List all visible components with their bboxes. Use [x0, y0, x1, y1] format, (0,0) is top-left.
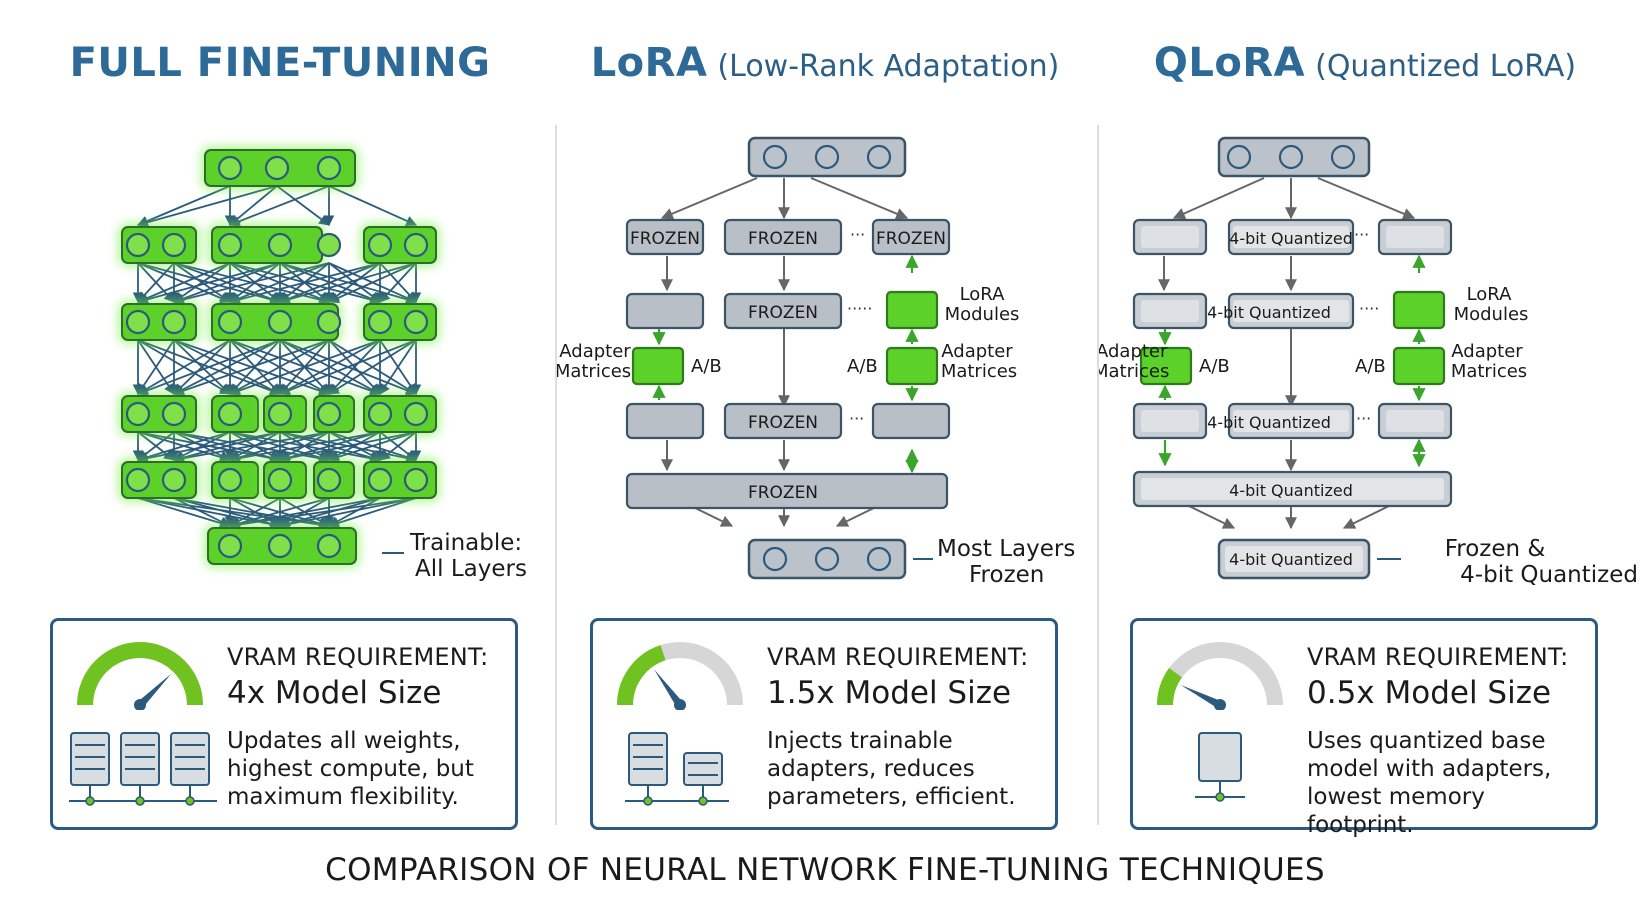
full-finetuning-diagram: Trainable: All Layers — [118, 146, 527, 582]
divider-right — [1097, 125, 1099, 825]
qlora-adapter-left-line1: Adapter — [1099, 341, 1168, 362]
qlora-quant-label: 4-bit Quantized — [1207, 303, 1331, 322]
vram-value: 1.5x Model Size — [767, 675, 1012, 711]
lora-modules-line2: Modules — [945, 304, 1020, 325]
lora-description: Injects trainable adapters, reduces para… — [767, 728, 1016, 810]
vram-label: VRAM REQUIREMENT: — [767, 643, 1029, 671]
lora-ab-left: A/B — [691, 356, 722, 377]
qlora-adapter-left-line2: Matrices — [1099, 361, 1169, 382]
qlora-title: QLoRA (Quantized LoRA) — [1100, 40, 1630, 100]
server-rack-icon — [625, 732, 729, 806]
lora-vram-card: VRAM REQUIREMENT: 1.5x Model Size Inject… — [590, 618, 1058, 830]
svg-text:···: ··· — [1354, 225, 1369, 244]
device-icon — [1195, 732, 1245, 802]
lora-adapter-left-line2: Matrices — [557, 361, 631, 382]
qlora-ab-left: A/B — [1199, 356, 1230, 377]
full-finetuning-title: FULL FINE-TUNING — [20, 40, 540, 100]
qlora-ab-right: A/B — [1355, 356, 1386, 377]
footer-title: COMPARISON OF NEURAL NETWORK FINE-TUNING… — [325, 852, 1325, 888]
lora-frozen-label: FROZEN — [876, 229, 946, 249]
lora-diagram: FROZEN FROZEN ··· FROZEN FROZEN ····· Lo… — [557, 136, 1075, 588]
qlora-title-sub: (Quantized LoRA) — [1315, 49, 1577, 84]
svg-text:····: ···· — [1359, 299, 1379, 318]
lora-title-main: LoRA — [590, 40, 708, 86]
speed-gauge-icon — [1157, 642, 1283, 710]
qlora-quant-label: 4-bit Quantized — [1229, 229, 1353, 248]
svg-text:···: ··· — [850, 225, 865, 244]
qlora-quant-label: 4-bit Quantized — [1229, 481, 1353, 500]
lora-frozen-label: FROZEN — [748, 483, 818, 503]
svg-text:·····: ····· — [847, 299, 872, 318]
qlora-modules-line1: LoRA — [1467, 284, 1513, 305]
qlora-title-main: QLoRA — [1153, 40, 1306, 86]
divider-left — [555, 125, 557, 825]
lora-frozen-label: FROZEN — [630, 229, 700, 249]
lora-modules-line1: LoRA — [960, 284, 1006, 305]
qlora-description: Uses quantized base model with adapters,… — [1307, 728, 1552, 838]
lora-title-sub: (Low-Rank Adaptation) — [717, 49, 1060, 84]
qlora-quant-label: 4-bit Quantized — [1207, 413, 1331, 432]
full-callout-line2: All Layers — [415, 556, 527, 582]
lora-ab-right: A/B — [847, 356, 878, 377]
lora-frozen-label: FROZEN — [748, 303, 818, 323]
vram-label: VRAM REQUIREMENT: — [227, 643, 489, 671]
vram-value: 4x Model Size — [227, 675, 442, 711]
qlora-callout-line1: Frozen & — [1445, 536, 1546, 562]
server-rack-icon — [69, 732, 217, 806]
full-network-layers — [118, 146, 440, 568]
full-finetuning-title-main: FULL FINE-TUNING — [69, 40, 491, 86]
qlora-vram-card: VRAM REQUIREMENT: 0.5x Model Size Uses q… — [1130, 618, 1598, 838]
lora-adapter-right-line1: Adapter — [941, 341, 1013, 362]
lora-callout-line2: Frozen — [969, 562, 1044, 588]
full-callout-line1: Trainable: — [409, 530, 522, 556]
qlora-diagram: 4-bit Quantized ··· 4-bit Quantized ····… — [1099, 136, 1638, 588]
speed-gauge-icon — [77, 642, 203, 710]
qlora-modules-line2: Modules — [1454, 304, 1529, 325]
full-vram-card: VRAM REQUIREMENT: 4x Model Size Updates … — [50, 618, 518, 830]
lora-adapter-left-line1: Adapter — [559, 341, 631, 362]
full-network-connections — [132, 185, 422, 530]
lora-frozen-label: FROZEN — [748, 413, 818, 433]
lora-adapter-right-line2: Matrices — [941, 361, 1017, 382]
lora-callout-line1: Most Layers — [937, 536, 1075, 562]
vram-label: VRAM REQUIREMENT: — [1307, 643, 1569, 671]
qlora-adapter-right-line2: Matrices — [1451, 361, 1527, 382]
qlora-callout-line2: 4-bit Quantized — [1460, 562, 1638, 588]
svg-text:···: ··· — [849, 409, 864, 428]
full-description: Updates all weights, highest compute, bu… — [227, 728, 474, 810]
qlora-adapter-right-line1: Adapter — [1451, 341, 1523, 362]
svg-text:···: ··· — [1356, 409, 1371, 428]
qlora-quant-label: 4-bit Quantized — [1229, 550, 1353, 569]
lora-frozen-label: FROZEN — [748, 229, 818, 249]
speed-gauge-icon — [617, 642, 743, 710]
lora-title: LoRA (Low-Rank Adaptation) — [560, 40, 1090, 100]
vram-value: 0.5x Model Size — [1307, 675, 1552, 711]
